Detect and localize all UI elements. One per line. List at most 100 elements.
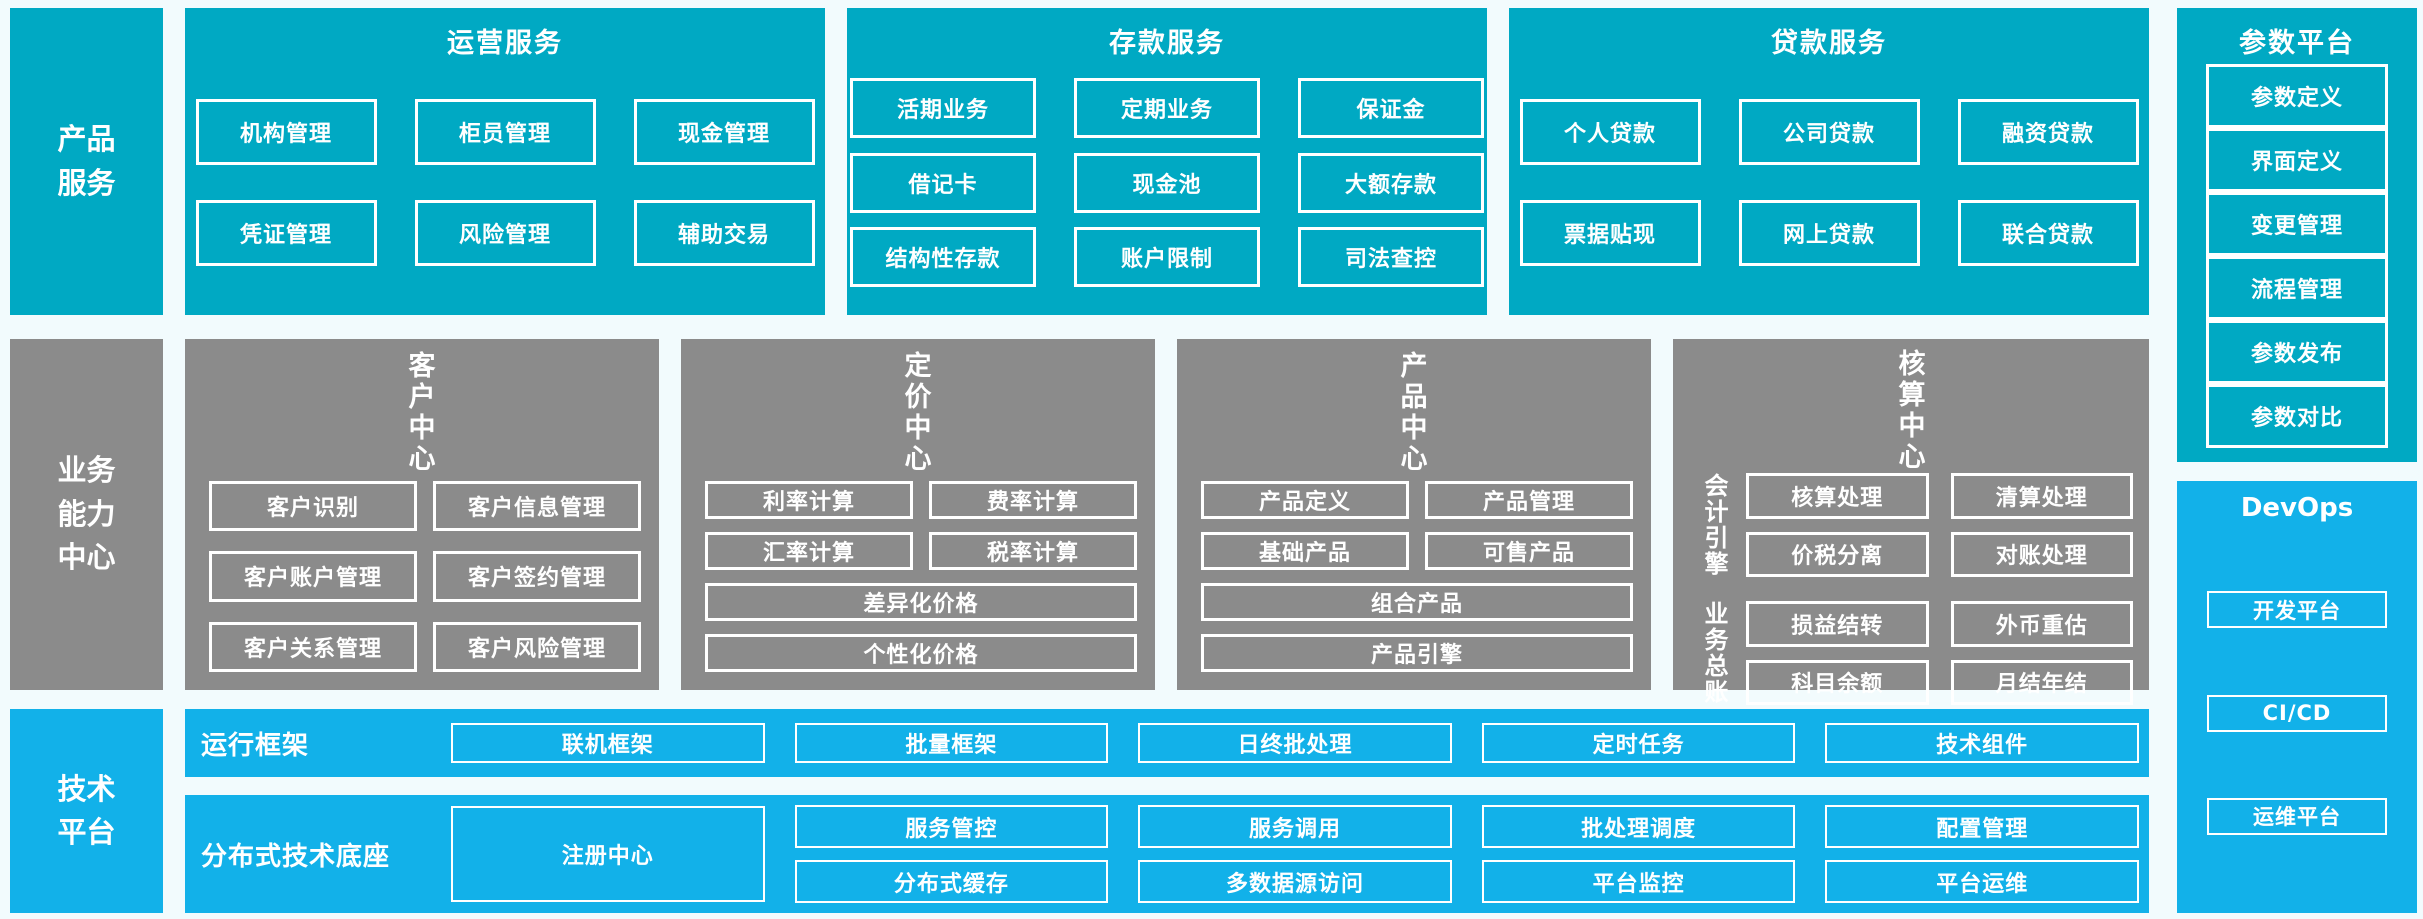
box-operations-3: 凭证管理 — [195, 200, 377, 266]
box-running-1: 批量框架 — [794, 723, 1109, 763]
box-params-2: 变更管理 — [2206, 192, 2388, 256]
parameter-platform-boxes: 参数定义 界面定义 变更管理 流程管理 参数发布 参数对比 — [2177, 60, 2417, 462]
section-loans-boxes: 个人贷款 公司贷款 融资贷款 票据贴现 网上贷款 联合贷款 — [1509, 60, 2149, 315]
box-operations-5: 辅助交易 — [633, 200, 815, 266]
box-distributed-r2-3: 平台运维 — [1825, 860, 2139, 903]
right-rail: 参数平台 参数定义 界面定义 变更管理 流程管理 参数发布 参数对比 DevOp… — [2177, 8, 2417, 913]
box-pricing-wide-0: 差异化价格 — [705, 583, 1137, 621]
box-product-wide-1: 产品引擎 — [1201, 634, 1633, 672]
box-row: 活期业务 定期业务 保证金 — [847, 78, 1487, 139]
box-deposits-8: 司法查控 — [1298, 226, 1484, 287]
sidebar-capability-center: 业务能力中心 — [10, 339, 163, 690]
section-running-framework: 运行框架 联机框架 批量框架 日终批处理 定时任务 技术组件 — [185, 709, 2149, 777]
section-pricing-center: 定价中心 利率计算 费率计算 汇率计算 税率计算 差异化价格 个性化价格 — [681, 339, 1155, 690]
box-operations-4: 风险管理 — [414, 200, 596, 266]
box-loans-5: 联合贷款 — [1957, 200, 2139, 266]
box-distributed-r1-1: 服务调用 — [1138, 805, 1452, 848]
section-parameter-platform: 参数平台 参数定义 界面定义 变更管理 流程管理 参数发布 参数对比 — [2177, 8, 2417, 462]
box-params-4: 参数发布 — [2206, 320, 2388, 384]
sidebar-tech-platform: 技术平台 — [10, 709, 163, 913]
box-product-3: 可售产品 — [1425, 532, 1633, 570]
box-params-3: 流程管理 — [2206, 256, 2388, 320]
box-product-0: 产品定义 — [1201, 481, 1409, 519]
box-pricing-3: 税率计算 — [929, 532, 1137, 570]
box-registry-center: 注册中心 — [451, 806, 765, 902]
box-operations-1: 柜员管理 — [414, 99, 596, 165]
business-ledger-group: 业务总账 损益结转 外币重估 科目余额 月结年结 — [1695, 601, 2133, 705]
box-running-4: 技术组件 — [1825, 723, 2139, 763]
product-center-label: 产品中心 — [1395, 351, 1427, 475]
box-operations-0: 机构管理 — [195, 99, 377, 165]
box-deposits-1: 定期业务 — [1074, 78, 1260, 139]
pricing-center-grid: 利率计算 费率计算 汇率计算 税率计算 差异化价格 个性化价格 — [691, 475, 1139, 678]
box-distributed-r2-0: 分布式缓存 — [794, 860, 1109, 903]
box-row: 结构性存款 账户限制 司法查控 — [847, 226, 1487, 287]
section-loans: 贷款服务 个人贷款 公司贷款 融资贷款 票据贴现 网上贷款 联合贷款 — [1509, 8, 2149, 315]
box-acct-engine-0: 核算处理 — [1746, 473, 1929, 519]
accounting-groups: 会计引擎 核算处理 清算处理 价税分离 对账处理 业务总账 损益结转 外币重估 — [1685, 473, 2133, 705]
box-running-3: 定时任务 — [1481, 723, 1796, 763]
box-ledger-0: 损益结转 — [1746, 601, 1929, 647]
section-loans-title: 贷款服务 — [1771, 28, 1887, 59]
box-acct-engine-2: 价税分离 — [1746, 531, 1929, 577]
accounting-engine-group: 会计引擎 核算处理 清算处理 价税分离 对账处理 — [1695, 473, 2133, 577]
devops-title: DevOps — [2240, 493, 2354, 523]
diagram-main-column: 产品服务 运营服务 机构管理 柜员管理 现金管理 凭证管理 风险管理 辅助交易 — [10, 8, 2149, 913]
box-deposits-3: 借记卡 — [850, 152, 1036, 213]
box-deposits-2: 保证金 — [1298, 78, 1484, 139]
box-deposits-4: 现金池 — [1074, 152, 1260, 213]
box-devops-2: 运维平台 — [2207, 797, 2387, 835]
box-devops-1: CI/CD — [2207, 694, 2387, 732]
box-ledger-2: 科目余额 — [1746, 659, 1929, 705]
box-row: 凭证管理 风险管理 辅助交易 — [185, 200, 825, 266]
pricing-center-label: 定价中心 — [899, 351, 931, 475]
sidebar-tech-platform-label: 技术平台 — [57, 771, 116, 850]
distributed-base-grid: 注册中心 服务管控 服务调用 批处理调度 配置管理 分布式缓存 多数据源访问 平… — [451, 805, 2139, 903]
running-framework-label: 运行框架 — [201, 730, 310, 761]
box-customer-1: 客户信息管理 — [433, 481, 641, 532]
box-operations-2: 现金管理 — [633, 99, 815, 165]
sidebar-product-services-label: 产品服务 — [57, 122, 116, 200]
business-ledger-grid: 损益结转 外币重估 科目余额 月结年结 — [1746, 601, 2133, 705]
box-params-5: 参数对比 — [2206, 384, 2388, 448]
band-tech-platform: 技术平台 运行框架 联机框架 批量框架 日终批处理 定时任务 技术组件 分布式技… — [10, 709, 2149, 913]
section-operations-boxes: 机构管理 柜员管理 现金管理 凭证管理 风险管理 辅助交易 — [185, 60, 825, 315]
box-pricing-0: 利率计算 — [705, 481, 913, 519]
box-distributed-r1-3: 配置管理 — [1825, 805, 2139, 848]
box-acct-engine-1: 清算处理 — [1950, 473, 2133, 519]
box-running-0: 联机框架 — [451, 723, 765, 763]
box-product-wide-0: 组合产品 — [1201, 583, 1633, 621]
box-acct-engine-3: 对账处理 — [1950, 531, 2133, 577]
box-loans-1: 公司贷款 — [1738, 99, 1920, 165]
box-distributed-r2-2: 平台监控 — [1481, 860, 1796, 903]
box-pricing-1: 费率计算 — [929, 481, 1137, 519]
box-deposits-5: 大额存款 — [1298, 152, 1484, 213]
business-ledger-label: 业务总账 — [1700, 601, 1728, 705]
box-row: 借记卡 现金池 大额存款 — [847, 152, 1487, 213]
box-product-2: 基础产品 — [1201, 532, 1409, 570]
accounting-center-label: 核算中心 — [1893, 349, 1925, 473]
sidebar-capability-center-label: 业务能力中心 — [57, 453, 116, 575]
box-loans-3: 票据贴现 — [1519, 200, 1701, 266]
box-distributed-r1-0: 服务管控 — [794, 805, 1109, 848]
customer-center-label: 客户中心 — [403, 351, 435, 475]
accounting-engine-label: 会计引擎 — [1700, 473, 1728, 577]
box-customer-0: 客户识别 — [209, 481, 417, 532]
box-pricing-2: 汇率计算 — [705, 532, 913, 570]
box-row: 票据贴现 网上贷款 联合贷款 — [1509, 200, 2149, 266]
customer-center-grid: 客户识别 客户信息管理 客户账户管理 客户签约管理 客户关系管理 客户风险管理 — [195, 475, 643, 678]
section-deposits-boxes: 活期业务 定期业务 保证金 借记卡 现金池 大额存款 结构性存款 账户限制 司法… — [847, 60, 1487, 315]
box-customer-5: 客户风险管理 — [433, 621, 641, 672]
box-ledger-3: 月结年结 — [1950, 659, 2133, 705]
distributed-base-label: 分布式技术底座 — [201, 841, 391, 872]
box-customer-2: 客户账户管理 — [209, 551, 417, 602]
accounting-engine-grid: 核算处理 清算处理 价税分离 对账处理 — [1746, 473, 2133, 577]
box-product-1: 产品管理 — [1425, 481, 1633, 519]
section-operations: 运营服务 机构管理 柜员管理 现金管理 凭证管理 风险管理 辅助交易 — [185, 8, 825, 315]
box-row: 个人贷款 公司贷款 融资贷款 — [1509, 99, 2149, 165]
box-params-0: 参数定义 — [2206, 64, 2388, 128]
sidebar-product-services: 产品服务 — [10, 8, 163, 315]
box-running-2: 日终批处理 — [1138, 723, 1452, 763]
section-accounting-center: 核算中心 会计引擎 核算处理 清算处理 价税分离 对账处理 业务总账 — [1673, 339, 2149, 705]
